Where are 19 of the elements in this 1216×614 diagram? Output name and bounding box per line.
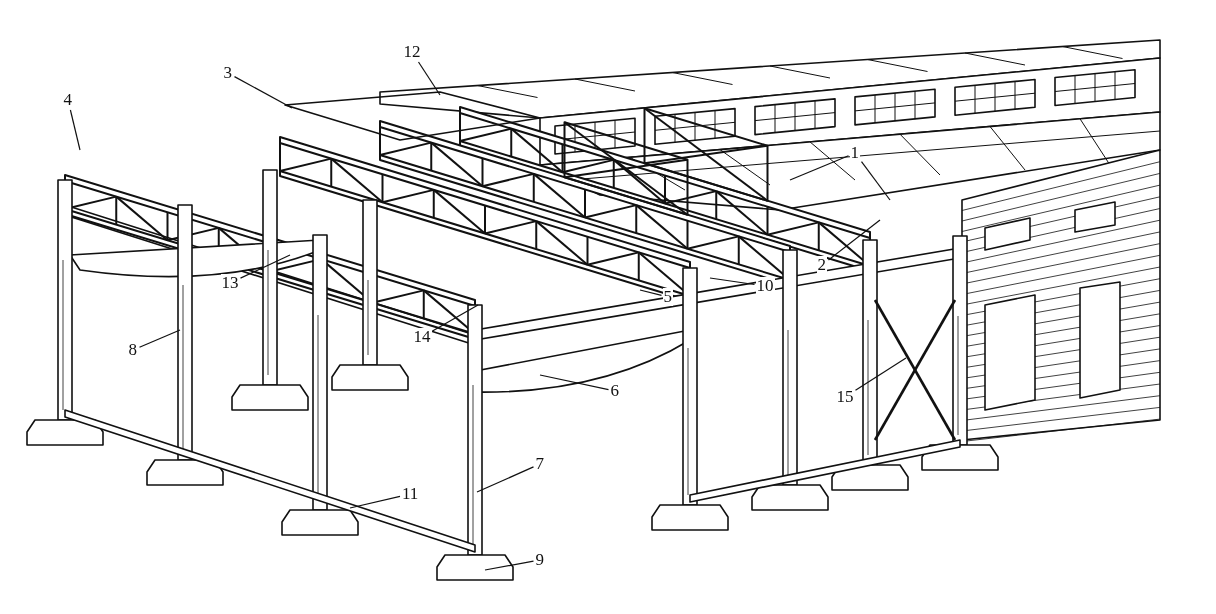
callout-number: 10 (755, 277, 775, 295)
leader-line (476, 466, 535, 493)
leader-line (539, 374, 610, 391)
leader-line (233, 76, 293, 109)
leader-line (827, 219, 881, 261)
leader-line (484, 560, 535, 571)
callout-number: 5 (662, 288, 673, 306)
leader-line (431, 304, 479, 332)
leader-line (854, 357, 907, 391)
leader-line (789, 155, 850, 181)
leader-line (349, 495, 401, 509)
leader-line (138, 329, 181, 348)
leader-line (639, 289, 663, 296)
leader-line (69, 109, 81, 151)
leader-line (417, 61, 441, 96)
leader-line (709, 277, 756, 286)
leader-line (860, 161, 891, 201)
callout-number: 2 (816, 256, 827, 274)
leader-line (239, 254, 291, 279)
